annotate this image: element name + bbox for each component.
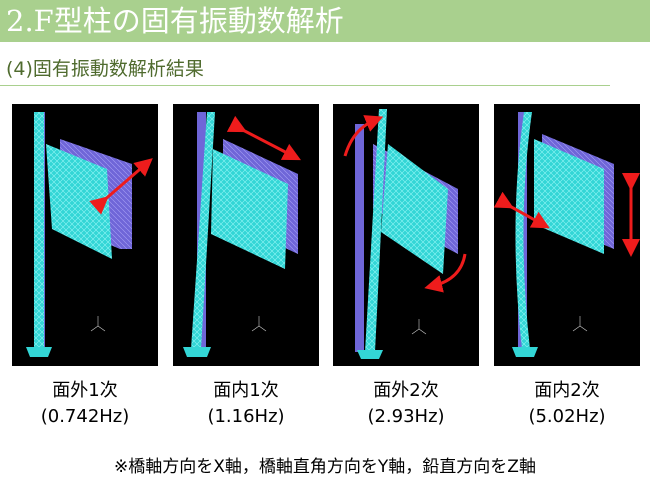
mode-frequency: (5.02Hz) [528, 406, 606, 427]
mode-image-2 [173, 104, 319, 366]
mode-caption-4: 面内2次 (5.02Hz) [487, 378, 647, 430]
mode-frequency: (1.16Hz) [207, 406, 285, 427]
axis-note: ※橋軸方向をX軸，橋軸直角方向をY軸，鉛直方向をZ軸 [114, 457, 536, 477]
mode-caption-2: 面内1次 (1.16Hz) [166, 378, 326, 430]
page-title: 2.F型柱の固有振動数解析 [6, 4, 344, 38]
mode-frequency: (2.93Hz) [367, 406, 445, 427]
mode-image-4 [494, 104, 640, 366]
title-bar: 2.F型柱の固有振動数解析 [0, 0, 650, 42]
mode-label: 面外1次 [52, 380, 118, 401]
mode-image-3 [333, 104, 479, 366]
mode-caption-3: 面外2次 (2.93Hz) [326, 378, 486, 430]
mode-label: 面外2次 [373, 380, 439, 401]
mode-image-1 [12, 104, 158, 366]
mode-label: 面内1次 [213, 380, 279, 401]
axis-triad [90, 316, 106, 332]
mode-frequency: (0.742Hz) [40, 406, 130, 427]
divider [0, 85, 610, 86]
section-subtitle: (4)固有振動数解析結果 [6, 58, 204, 80]
mode-label: 面内2次 [534, 380, 600, 401]
mode-caption-1: 面外1次 (0.742Hz) [5, 378, 165, 430]
